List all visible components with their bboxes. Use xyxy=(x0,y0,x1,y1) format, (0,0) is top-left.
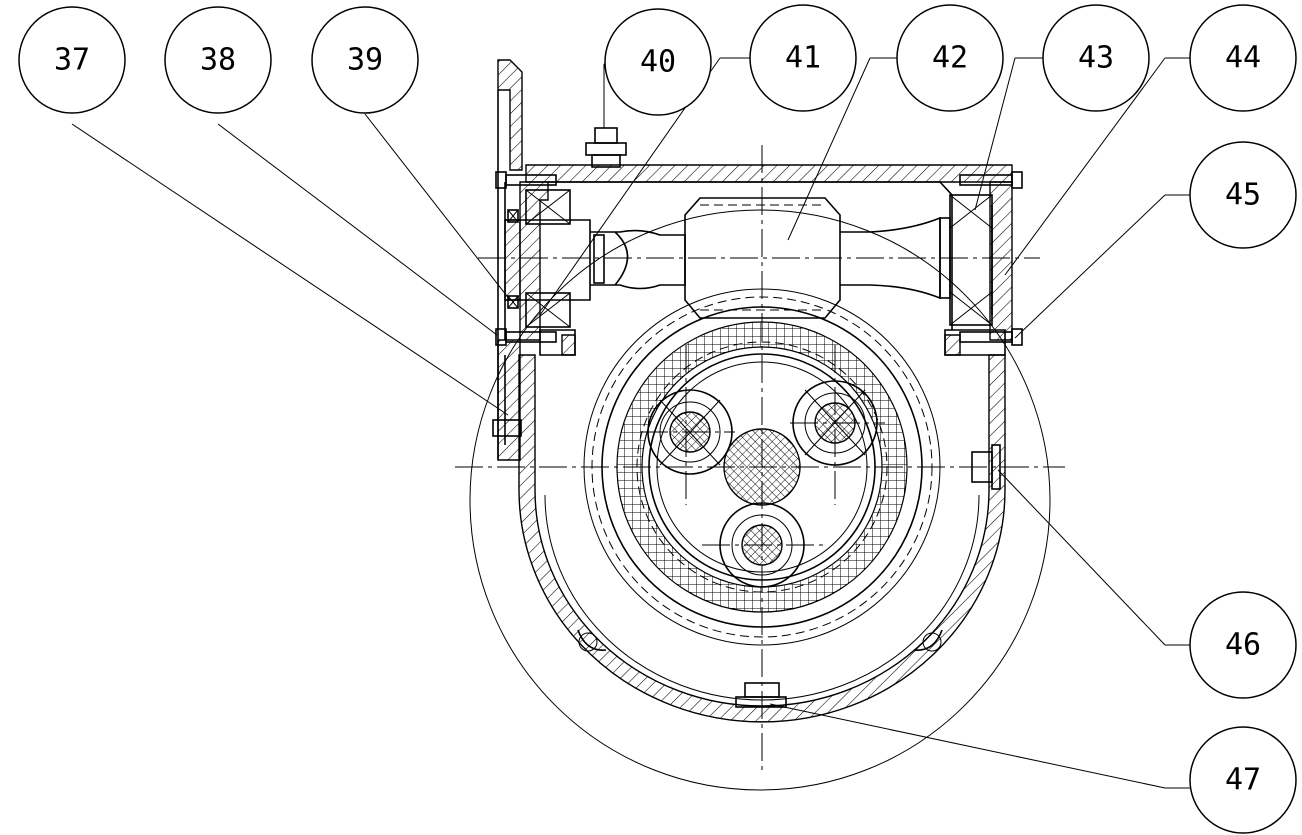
callout-46: 46 xyxy=(1189,591,1297,699)
callout-label: 38 xyxy=(200,43,236,78)
callout-label: 42 xyxy=(932,41,968,76)
callout-bubble xyxy=(311,6,419,114)
bolts xyxy=(495,171,1023,346)
callout-37: 37 xyxy=(18,6,126,114)
callout-bubble xyxy=(1189,726,1297,834)
callout-bubble xyxy=(604,8,712,116)
callout-label: 37 xyxy=(54,43,90,78)
fittings xyxy=(585,127,1001,708)
callout-label: 44 xyxy=(1225,41,1261,76)
callout-label: 40 xyxy=(640,45,676,80)
callout-bubble xyxy=(1189,141,1297,249)
callout-bubble xyxy=(1042,4,1150,112)
callout-label: 45 xyxy=(1225,178,1261,213)
callout-label: 39 xyxy=(347,43,383,78)
callout-bubble xyxy=(1189,4,1297,112)
callout-label: 41 xyxy=(785,41,821,76)
leader-lines xyxy=(71,57,1190,789)
callout-38: 38 xyxy=(164,6,272,114)
callout-bubble xyxy=(18,6,126,114)
callout-40: 40 xyxy=(604,8,712,116)
callout-45: 45 xyxy=(1189,141,1297,249)
callout-bubble xyxy=(896,4,1004,112)
callout-47: 47 xyxy=(1189,726,1297,834)
callout-44: 44 xyxy=(1189,4,1297,112)
housing xyxy=(469,209,1051,791)
callout-39: 39 xyxy=(311,6,419,114)
callout-label: 43 xyxy=(1078,41,1114,76)
callout-bubble xyxy=(1189,591,1297,699)
left-flange xyxy=(492,59,591,461)
callout-42: 42 xyxy=(896,4,1004,112)
callout-bubble xyxy=(749,4,857,112)
gear-assembly xyxy=(583,288,941,646)
callout-label: 46 xyxy=(1225,628,1261,663)
worm-shaft xyxy=(590,197,951,319)
callout-label: 47 xyxy=(1225,763,1261,798)
callout-41: 41 xyxy=(749,4,857,112)
callout-bubble xyxy=(164,6,272,114)
callout-43: 43 xyxy=(1042,4,1150,112)
